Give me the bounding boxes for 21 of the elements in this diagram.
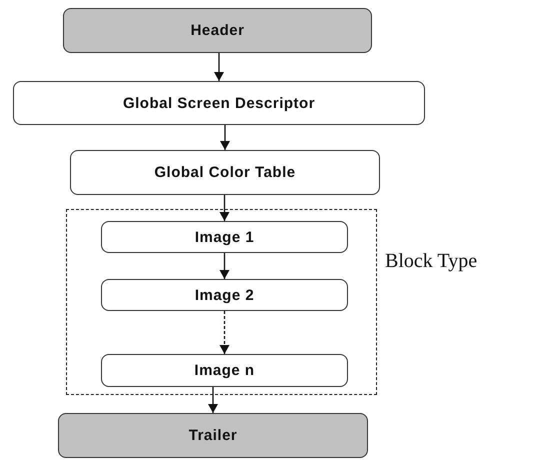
arrow <box>208 387 218 413</box>
process-box <box>101 354 348 387</box>
process-box <box>101 279 348 311</box>
box-label: Global Color Table <box>154 164 296 181</box>
box-label: Trailer <box>188 427 238 444</box>
arrow <box>220 253 230 279</box>
box-label: Image 2 <box>194 286 254 304</box>
box-label: Header <box>190 22 244 39</box>
process-box <box>58 413 368 458</box>
box-label: Image 1 <box>194 228 254 246</box>
process-box <box>63 8 372 53</box>
box-label: Image n <box>194 362 255 379</box>
process-box <box>70 150 380 195</box>
arrow <box>220 311 230 354</box>
process-box <box>101 221 348 253</box>
group-heading: Block Type <box>385 250 478 273</box>
box-label: Global Screen Descriptor <box>122 94 316 112</box>
process-box <box>13 81 425 125</box>
arrow <box>220 195 230 221</box>
arrow <box>214 53 224 81</box>
arrow <box>220 125 230 150</box>
